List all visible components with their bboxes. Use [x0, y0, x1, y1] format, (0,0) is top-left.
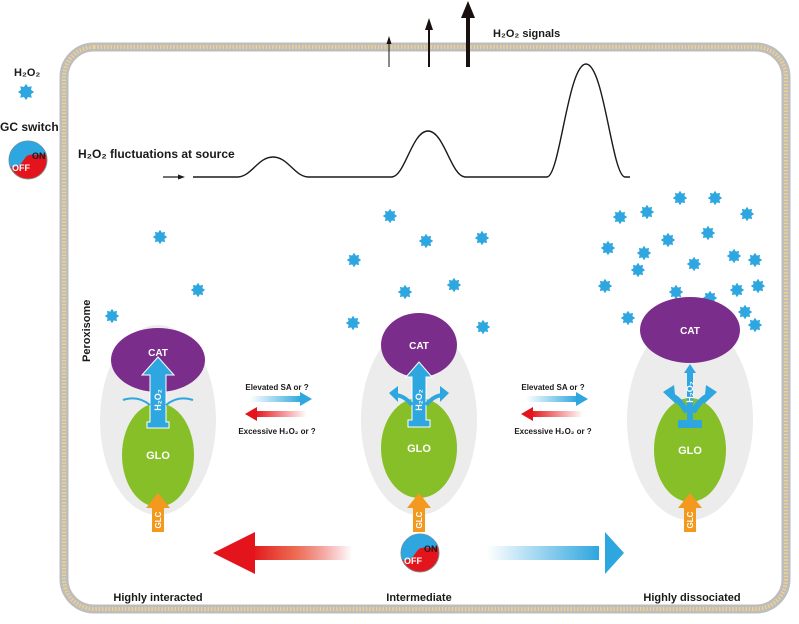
- h2o2-molecule-icon: [475, 319, 491, 335]
- state-name-highly-dissociated: Highly dissociated: [643, 592, 740, 604]
- h2o2-molecule-icon: [620, 310, 636, 326]
- h2o2-molecule-icon: [612, 209, 628, 225]
- h2o2-arrow-label: H₂O₂: [685, 381, 695, 403]
- legend-switch-on: ON: [32, 151, 46, 161]
- glc-label: GLC: [415, 511, 424, 528]
- h2o2-molecule-icon: [747, 252, 763, 268]
- transition-2-backward-label: Excessive H₂O₂ or ?: [514, 427, 591, 436]
- fluctuation-arrow: [163, 174, 185, 180]
- h2o2-molecule-icon: [600, 240, 616, 256]
- legend-h2o2-label: H₂O₂: [14, 67, 40, 79]
- glo-label: GLO: [407, 443, 431, 455]
- glc-input-arrow: GLC: [146, 493, 170, 532]
- peroxisome-label: Peroxisome: [81, 300, 93, 362]
- signal-arrows: [386, 1, 475, 67]
- gc-switch-icon: ON OFF: [8, 140, 48, 180]
- glc-input-arrow: GLC: [407, 493, 431, 532]
- transition-1-forward-label: Elevated SA or ?: [245, 383, 308, 392]
- h2o2-molecule-icon: [737, 304, 753, 320]
- h2o2-molecule-icon: [17, 83, 35, 101]
- h2o2-molecule-icon: [747, 317, 763, 333]
- h2o2-molecule-icon: [700, 225, 716, 241]
- legend-switch-label: GC switch: [0, 120, 59, 134]
- h2o2-molecule-icon: [639, 204, 655, 220]
- h2o2-molecule-icon: [382, 208, 398, 224]
- h2o2-molecule-icon: [630, 262, 646, 278]
- h2o2-flux-arrow: H₂O₂: [122, 356, 194, 429]
- h2o2-molecule-icon: [750, 278, 766, 294]
- h2o2-molecule-icon: [739, 206, 755, 222]
- transition-1: Elevated SA or ? Excessive H₂O₂ or ?: [238, 383, 315, 436]
- h2o2-molecule-icon: [672, 190, 688, 206]
- bottom-gc-switch-icon: ON OFF: [400, 533, 440, 573]
- glo-label: GLO: [146, 450, 170, 462]
- state-1: CAT GLO H₂O₂ GLC: [361, 313, 477, 532]
- state-2: CAT GLO H₂O₂ GLC: [627, 297, 753, 532]
- glo-enzyme: [122, 403, 194, 507]
- h2o2-arrow-label: H₂O₂: [414, 389, 424, 411]
- h2o2-flux-arrow: H₂O₂: [389, 361, 449, 428]
- h2o2-molecule-icon: [474, 230, 490, 246]
- transition-1-backward-label: Excessive H₂O₂ or ?: [238, 427, 315, 436]
- bottom-switch-off: OFF: [404, 556, 422, 566]
- signals-label: H₂O₂ signals: [493, 28, 560, 40]
- glc-label: GLC: [154, 511, 163, 528]
- cat-enzyme: [640, 297, 740, 363]
- h2o2-molecule-icon: [190, 282, 206, 298]
- glo-enzyme: [654, 398, 726, 502]
- h2o2-molecule-icon: [418, 233, 434, 249]
- h2o2-molecule-icon: [686, 256, 702, 272]
- transition-2: Elevated SA or ? Excessive H₂O₂ or ?: [514, 383, 591, 436]
- glo-label: GLO: [678, 445, 702, 457]
- h2o2-molecule-icon: [729, 282, 745, 298]
- state-0: CAT GLO H₂O₂ GLC: [100, 325, 216, 532]
- h2o2-molecule-icon: [668, 284, 684, 300]
- h2o2-molecule-icon: [707, 190, 723, 206]
- h2o2-molecule-icon: [446, 277, 462, 293]
- h2o2-flux-arrow: H₂O₂: [663, 364, 717, 428]
- h2o2-molecule-icon: [104, 308, 120, 324]
- h2o2-molecule-icon: [397, 284, 413, 300]
- state-name-intermediate: Intermediate: [386, 592, 451, 604]
- states: CAT GLO H₂O₂ GLC CAT GLO H₂O₂ GLC CAT GLO H₂O₂ GLC: [100, 297, 753, 532]
- bottom-switch-on: ON: [424, 544, 438, 554]
- transition-2-forward-label: Elevated SA or ?: [521, 383, 584, 392]
- h2o2-molecule-icon: [346, 252, 362, 268]
- glo-enzyme: [381, 398, 457, 498]
- h2o2-molecule-icon: [152, 229, 168, 245]
- h2o2-molecule-icon: [345, 315, 361, 331]
- cat-label: CAT: [680, 326, 700, 337]
- h2o2-molecule-icon: [636, 245, 652, 261]
- glc-label: GLC: [686, 511, 695, 528]
- cell-membrane: [59, 42, 791, 614]
- big-arrow-dissociation: [487, 532, 624, 574]
- cat-label: CAT: [148, 348, 168, 359]
- state-name-highly-interacted: Highly interacted: [113, 592, 202, 604]
- h2o2-molecule-icon: [660, 232, 676, 248]
- h2o2-molecule-icon: [726, 248, 742, 264]
- fluctuation-label: H₂O₂ fluctuations at source: [78, 147, 235, 161]
- h2o2-molecule-icon: [597, 278, 613, 294]
- glc-input-arrow: GLC: [678, 493, 702, 532]
- legend-switch-off: OFF: [12, 163, 30, 173]
- h2o2-arrow-label: H₂O₂: [153, 389, 163, 411]
- cat-label: CAT: [409, 341, 429, 352]
- cat-enzyme: [381, 313, 457, 377]
- fluctuation-wave: [193, 63, 630, 178]
- big-arrow-interaction: [213, 532, 352, 574]
